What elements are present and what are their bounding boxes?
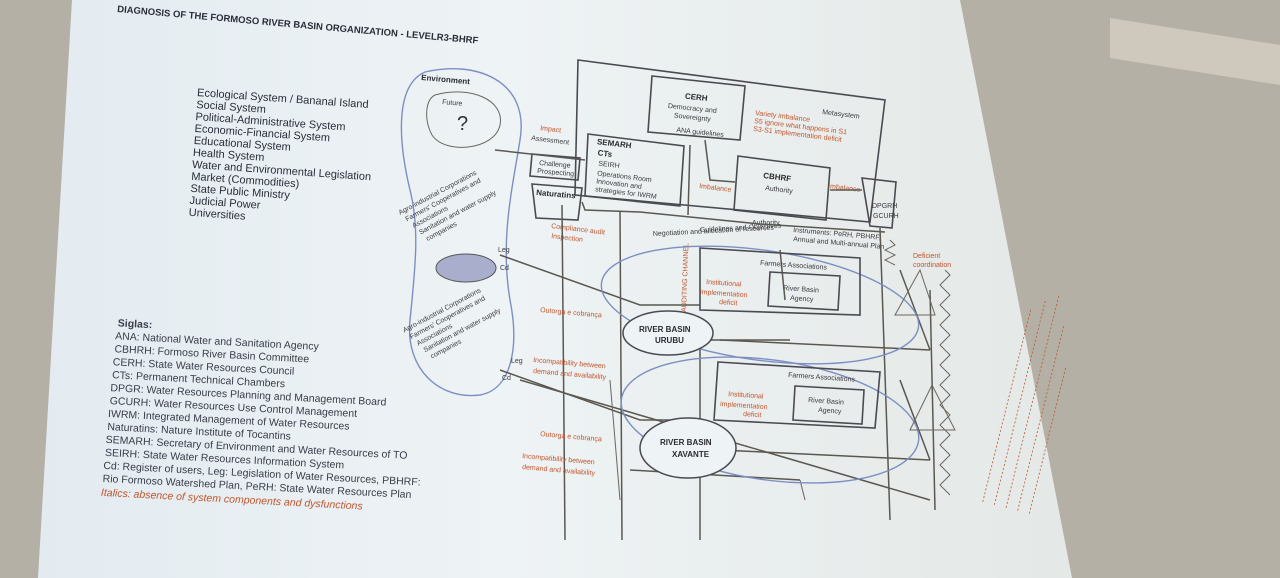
impl-text: Institutional <box>706 279 742 288</box>
agency-label: Agency <box>790 295 814 304</box>
metasystem-label: Metasystem <box>822 109 860 121</box>
naturatins-box <box>531 183 583 221</box>
impact-text: Assessment <box>531 135 570 147</box>
env-item: Health System <box>193 147 265 164</box>
leg-text: Leg <box>511 358 523 365</box>
xavante-label: RIVER BASIN <box>660 438 712 447</box>
cerh-sub: ANA guidelines <box>676 127 724 139</box>
agency-label: River Basin <box>808 397 844 406</box>
cbhrf-authority: Authority <box>765 185 794 195</box>
cbhrf-box <box>733 155 831 221</box>
dpgrh-box <box>861 177 897 229</box>
semarh-box <box>584 133 685 207</box>
impl-text: Institutional <box>728 391 764 400</box>
env-item: Judicial Power <box>189 195 261 212</box>
screen-surface <box>38 0 1072 578</box>
farmers-box-2 <box>713 361 881 429</box>
future-label: Future <box>442 99 463 108</box>
challenge-text: Challenge <box>539 160 571 170</box>
environment-list: Ecological System / Bananal Island Socia… <box>188 87 371 223</box>
cd-text: Cd <box>500 265 509 272</box>
cerh-sub: Sovereignty <box>674 113 712 124</box>
authority2-text: Authority <box>752 220 780 227</box>
deficient-text: coordination <box>913 262 951 269</box>
agency-label: Agency <box>818 407 842 416</box>
impl-text: implementation <box>720 401 768 411</box>
urubu-label: RIVER BASIN <box>639 325 691 334</box>
seirh-label: SEIRH <box>598 160 620 170</box>
guidelines-text: Guidelines and Objectives <box>700 223 782 234</box>
lake-shape <box>435 253 497 283</box>
leg-text: Leg <box>498 247 510 254</box>
xavante-basin-ellipse <box>620 356 920 484</box>
challenge-text: Prospecting <box>537 168 575 178</box>
urubu-basin-node <box>622 310 714 356</box>
right-side-symbols <box>883 239 956 496</box>
urubu-label: URUBU <box>655 336 684 345</box>
deficient-text: Deficient <box>913 253 940 260</box>
future-region <box>426 91 501 148</box>
agency-label: River Basin <box>783 285 819 294</box>
urubu-basin-ellipse <box>600 245 920 365</box>
siglas-heading: Siglas: <box>118 317 153 331</box>
farmers-box-1 <box>699 247 861 316</box>
cbhrf-title: CBHRF <box>763 171 792 183</box>
dpgrh-label: DPGRH <box>872 203 897 210</box>
imbalance-label: Imbalance <box>828 183 861 194</box>
cerh-box <box>647 75 746 141</box>
future-question: ? <box>457 113 468 135</box>
auditing-channel-label: AUDITING CHANNEL <box>681 243 690 312</box>
semarh-label: SEMARH <box>597 137 633 150</box>
xavante-label: XAVANTE <box>672 450 710 459</box>
imbalance-label: Imbalance <box>699 183 732 194</box>
env-item: Universities <box>188 207 246 223</box>
cerh-title: CERH <box>685 92 709 103</box>
challenge-box <box>529 153 581 181</box>
impact-text: Impact <box>540 125 562 135</box>
impl-text: deficit <box>743 411 762 419</box>
environment-label: Environment <box>421 73 471 86</box>
connector-lines <box>494 139 936 541</box>
naturatins-label: Naturatins <box>536 188 577 200</box>
side-annotation <box>982 294 1067 514</box>
cd-text: Cd <box>502 375 511 382</box>
gcurh-label: GCURH <box>873 213 899 220</box>
env-item: Social System <box>196 99 266 116</box>
farmers-label: Farmers Associations <box>788 372 856 384</box>
farmers-label: Farmers Associations <box>760 260 828 272</box>
compliance-text: Inspection <box>551 233 584 244</box>
cts-label: CTs <box>597 148 613 159</box>
environment-region: Environment Future ? <box>400 68 522 397</box>
impl-text: deficit <box>719 299 738 307</box>
xavante-basin-node <box>639 417 737 479</box>
impl-text: implementation <box>700 289 748 299</box>
agency-box-2 <box>792 385 865 425</box>
agency-box-1 <box>767 271 841 311</box>
